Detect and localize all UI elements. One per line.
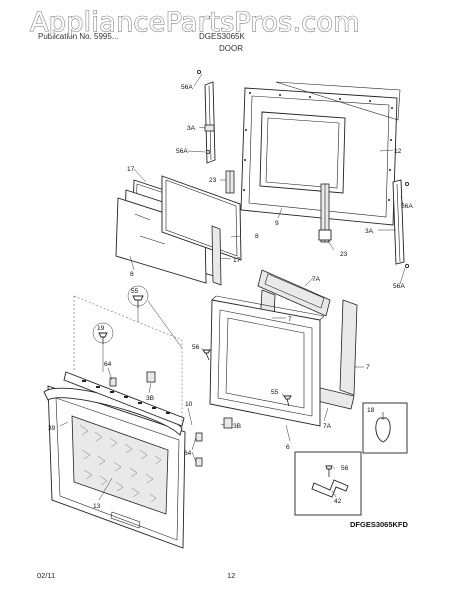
callout-7: 7 [288,316,292,323]
inner-door-frame [240,81,401,226]
clip-64-b [195,457,203,467]
callout-64: 64 [184,450,192,457]
hinge-left [225,170,235,194]
glass-spacer-bar [211,225,222,286]
callout-3b: 3B [233,423,242,430]
callout-56a: 56A [176,148,188,155]
right-hinge-channel [392,179,410,269]
clip-64-a [195,432,203,442]
door-liner [209,295,325,427]
bracket-3b-a [146,371,156,383]
callout-8: 8 [130,271,134,278]
callout-56a: 56A [401,203,413,210]
callout-18: 18 [367,407,375,414]
callout-39: 39 [48,425,56,432]
callout-3b: 3B [146,395,155,402]
model-number: DGES3065K [199,32,245,41]
callout-7: 7 [366,364,370,371]
callout-56a: 56A [181,84,193,91]
screw-55-liner [283,395,292,407]
bracket-3b-b [223,417,233,429]
callout-13: 13 [93,503,101,510]
insulation-right [339,299,358,396]
top-trim [63,371,185,427]
detail-box-42 [294,451,362,516]
callout-10: 10 [185,401,193,408]
insulation-top [257,269,331,317]
screw-55-top [132,295,144,308]
explode-guide-line [73,295,183,428]
callout-7a: 7A [323,423,332,430]
footer-date: 02/11 [37,571,55,580]
detail-box-18 [362,402,408,454]
callout-8: 8 [255,233,259,240]
callout-23: 23 [340,251,348,258]
callout-12: 12 [394,148,402,155]
callout-19: 19 [97,325,105,332]
callout-17: 17 [127,166,135,173]
callout-55: 55 [131,288,139,295]
callout-9: 9 [275,220,279,227]
callout-42: 42 [334,498,342,505]
callout-3a: 3A [365,228,374,235]
watermark-logo: AppliancePartsPros.com [30,7,360,38]
callout-17: 17 [233,257,241,264]
clip-64-top [109,377,117,387]
left-hinge-channel [196,69,216,164]
callout-55: 55 [271,389,279,396]
footer-page-number: 12 [227,571,235,580]
glass-retainer [161,175,242,261]
callout-7a: 7A [312,276,321,283]
screw-56-liner [202,349,211,361]
diagram-code: DFGES3065KFD [350,520,409,529]
screw-19 [98,332,108,344]
callout-64: 64 [104,361,112,368]
callout-labels: 56A 3A 56A 12 17 23 9 8 17 8 23 56A 3A 5… [48,84,413,510]
hinge-right [318,183,332,243]
callout-56: 56 [341,465,349,472]
section-title: DOOR [219,44,243,53]
callout-56a: 56A [393,283,405,290]
callout-23: 23 [209,177,217,184]
publication-number: Publication No. 5995... [38,32,119,41]
callout-3a: 3A [187,125,196,132]
outer-door-panel [47,385,186,549]
callout-56: 56 [192,344,200,351]
leader-lines [59,73,406,501]
callout-6: 6 [286,444,290,451]
